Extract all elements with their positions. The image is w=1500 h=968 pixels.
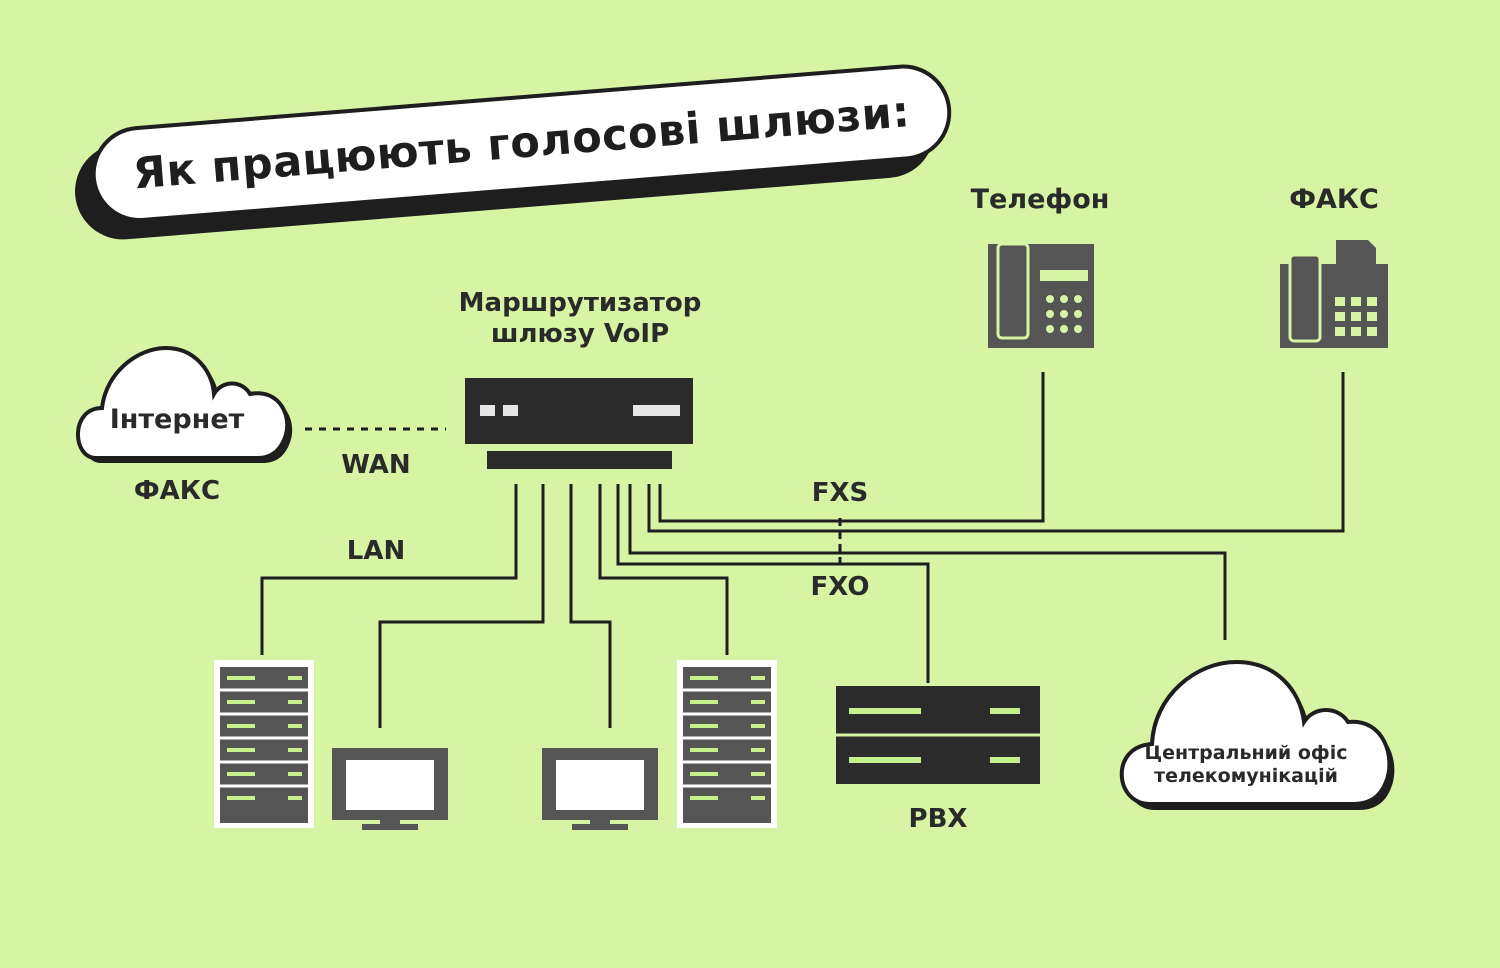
wan-label: WAN	[341, 450, 411, 480]
lan-link-monitor-1	[378, 484, 545, 728]
lan-link-monitor-2	[569, 484, 612, 728]
internet-sublabel: ФАКС	[133, 476, 221, 506]
fax-machine-icon	[1280, 240, 1388, 348]
pbx-label: PBX	[908, 804, 968, 834]
router-label-line2: шлюзу VoIP	[490, 319, 670, 349]
lan-link-server-2	[598, 484, 729, 655]
lan-label: LAN	[346, 536, 406, 566]
fxo-link-central-office	[628, 484, 1227, 640]
router-label: Маршрутизатор шлюзу VoIP	[420, 288, 740, 350]
desk-phone-icon	[988, 242, 1094, 348]
central-office-line2: телекомунікацій	[1154, 765, 1338, 787]
pbx-icon	[836, 686, 1040, 784]
fax-label: ФАКС	[1289, 184, 1379, 215]
central-office-label: Центральний офіс телекомунікацій	[1112, 742, 1380, 788]
monitor-icon	[542, 748, 658, 830]
cloud-icon	[1119, 659, 1395, 810]
fxo-link-pbx	[616, 484, 930, 683]
phone-label: Телефон	[970, 184, 1110, 215]
fxs-link-phone	[658, 372, 1045, 523]
router-icon	[465, 378, 693, 469]
server-rack-icon	[677, 660, 777, 828]
cloud-icon	[76, 345, 293, 463]
fxs-link-fax	[647, 372, 1345, 533]
router-label-line1: Маршрутизатор	[458, 288, 702, 318]
server-rack-icon	[214, 660, 314, 828]
internet-label: Інтернет	[109, 404, 245, 435]
central-office-line1: Центральний офіс	[1144, 742, 1348, 764]
lan-link-server-1	[260, 484, 518, 655]
fxo-label: FXO	[810, 572, 870, 602]
monitor-icon	[332, 748, 448, 830]
fxs-label: FXS	[811, 478, 869, 508]
